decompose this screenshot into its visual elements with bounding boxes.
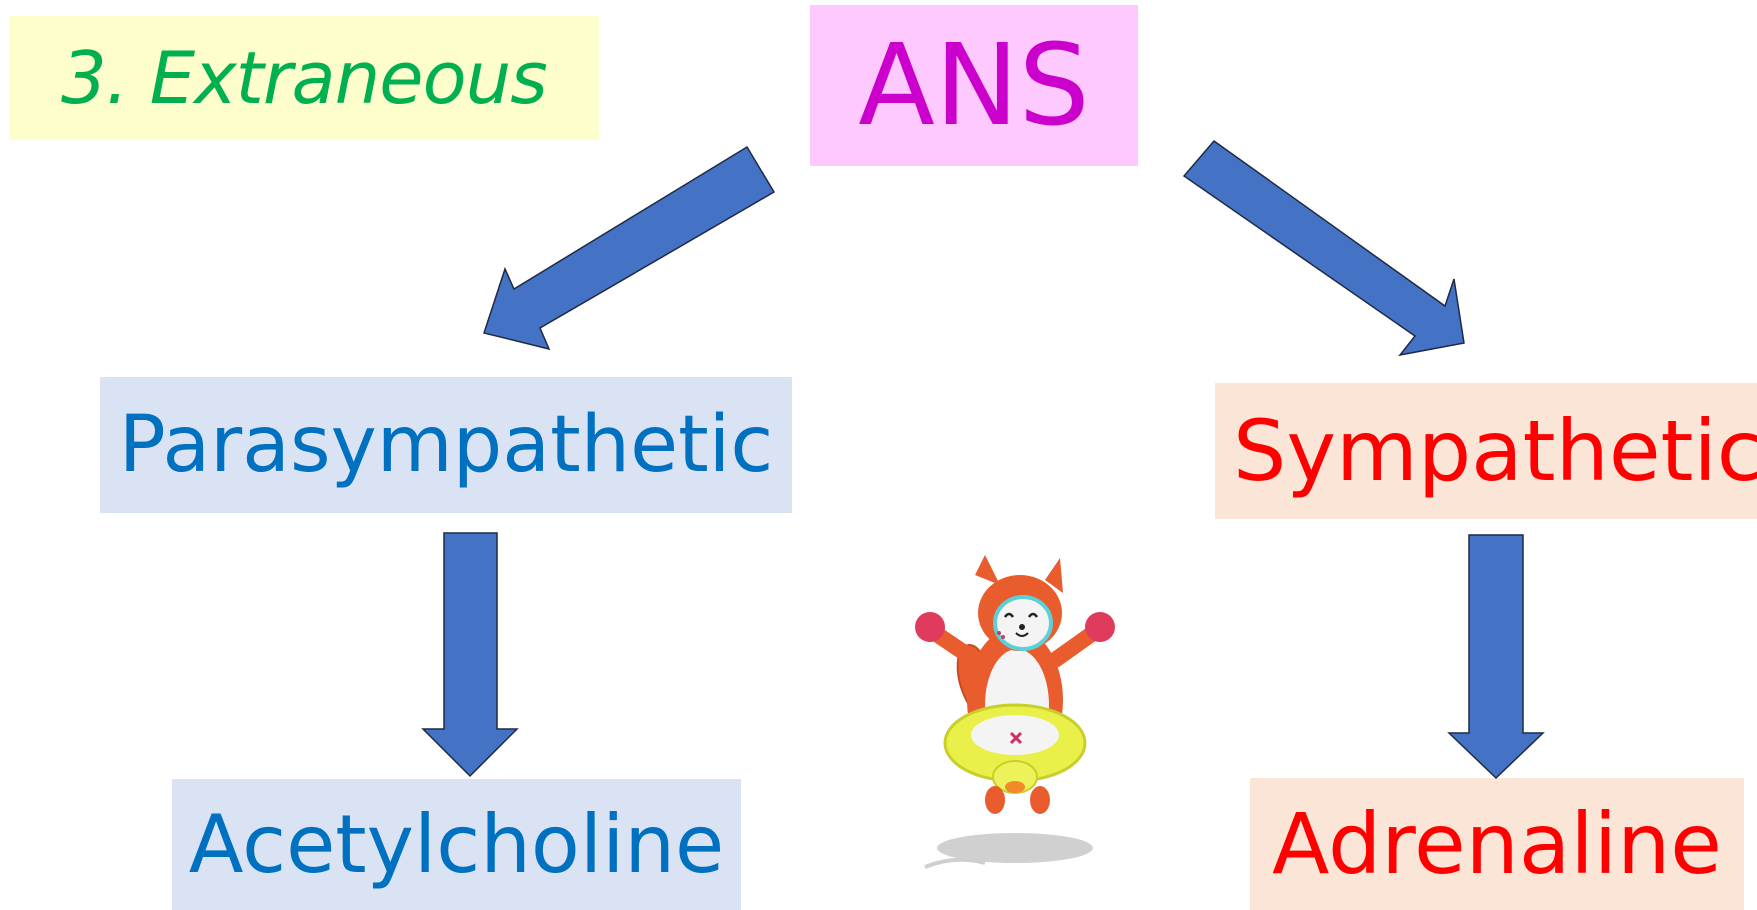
- ans-label: ANS: [858, 20, 1090, 151]
- acetylcholine-label: Acetylcholine: [188, 798, 725, 891]
- arrow-ans-to-parasympathetic: [483, 145, 776, 351]
- slide-title: 3. Extraneous: [61, 36, 548, 120]
- ans-node: ANS: [810, 5, 1138, 166]
- adrenaline-node: Adrenaline: [1250, 778, 1744, 910]
- arrow-sympathetic-to-adrenaline: [1447, 534, 1545, 780]
- sympathetic-node: Sympathetic: [1215, 383, 1757, 519]
- acetylcholine-node: Acetylcholine: [172, 779, 741, 910]
- adrenaline-label: Adrenaline: [1272, 795, 1722, 893]
- title-box: 3. Extraneous: [9, 16, 599, 140]
- parasympathetic-node: Parasympathetic: [100, 377, 792, 513]
- parasympathetic-label: Parasympathetic: [118, 400, 774, 490]
- arrow-parasympathetic-to-acetylcholine: [421, 532, 519, 778]
- arrow-ans-to-sympathetic: [1182, 139, 1465, 357]
- fox-mascot-icon: [915, 555, 1115, 869]
- sympathetic-label: Sympathetic: [1233, 402, 1757, 500]
